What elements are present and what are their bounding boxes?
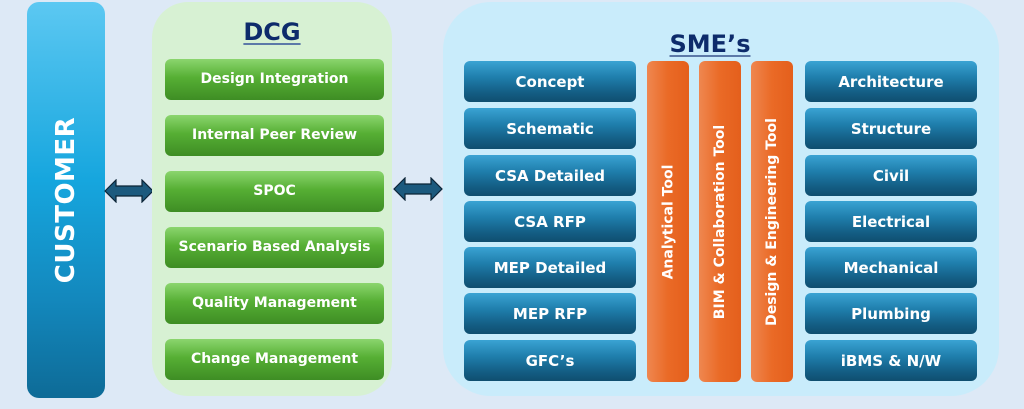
sme-title: SME’s [669,30,751,58]
discipline-civil: Civil [805,155,977,196]
discipline-structure: Structure [805,108,977,149]
tool-design-engineering: Design & Engineering Tool [751,61,793,382]
stage-csa-rfp: CSA RFP [464,201,636,242]
tool-label: Analytical Tool [660,164,676,279]
discipline-ibms-nw: iBMS & N/W [805,340,977,381]
dcg-item-quality-management: Quality Management [165,283,384,324]
dcg-item-change-management: Change Management [165,339,384,380]
tool-analytical: Analytical Tool [647,61,689,382]
stage-mep-detailed: MEP Detailed [464,247,636,288]
dcg-item-design-integration: Design Integration [165,59,384,100]
stage-concept: Concept [464,61,636,102]
stage-mep-rfp: MEP RFP [464,293,636,334]
discipline-plumbing: Plumbing [805,293,977,334]
stage-csa-detailed: CSA Detailed [464,155,636,196]
dcg-item-spoc: SPOC [165,171,384,212]
tool-label: Design & Engineering Tool [764,117,781,326]
customer-bar: CUSTOMER [27,2,105,398]
dcg-item-scenario-based-analysis: Scenario Based Analysis [165,227,384,268]
customer-label: CUSTOMER [51,116,82,284]
bidirectional-arrow-icon [104,179,154,203]
discipline-electrical: Electrical [805,201,977,242]
stage-gfcs: GFC’s [464,340,636,381]
discipline-architecture: Architecture [805,61,977,102]
stage-schematic: Schematic [464,108,636,149]
dcg-title: DCG [243,18,301,46]
tool-bim-collaboration: BIM & Collaboration Tool [699,61,741,382]
tool-label: BIM & Collaboration Tool [712,124,728,319]
discipline-mechanical: Mechanical [805,247,977,288]
dcg-item-internal-peer-review: Internal Peer Review [165,115,384,156]
bidirectional-arrow-icon [393,177,443,201]
